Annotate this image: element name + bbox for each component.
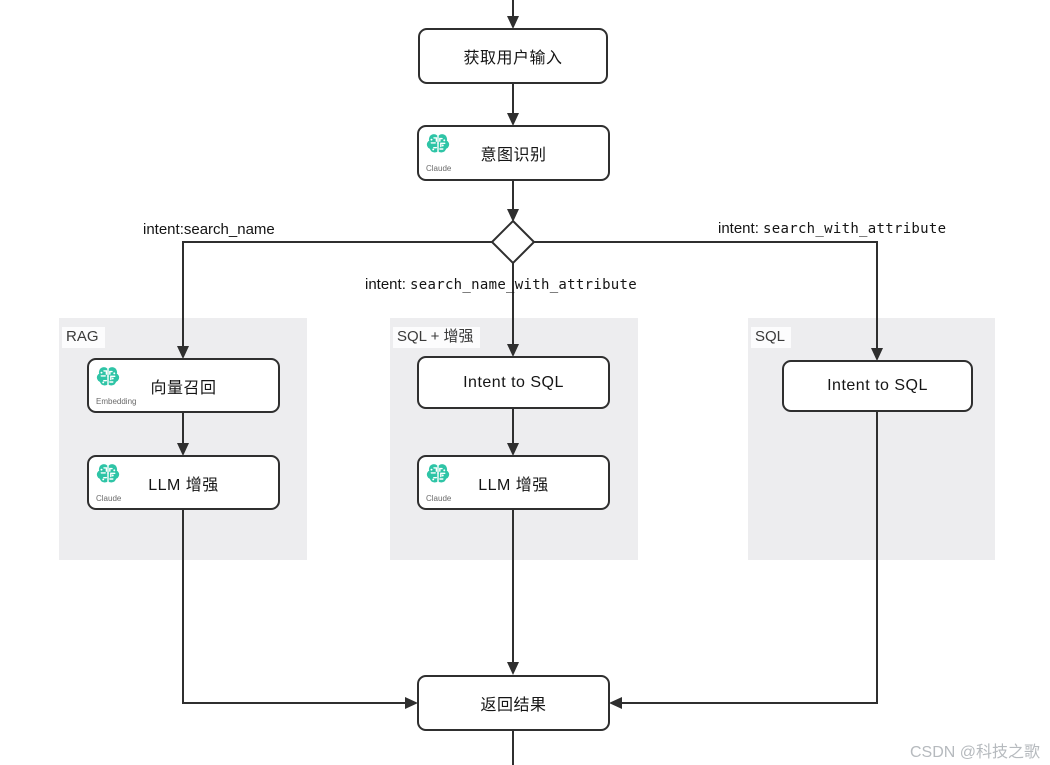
- csdn-watermark: CSDN @科技之歌: [909, 744, 1040, 761]
- edge-label-search-name-with-attribute: intent: search_name_with_attribute: [365, 276, 637, 294]
- node-llm-enhance-rag-label: LLM 增强: [148, 476, 219, 494]
- region-rag-label: RAG: [62, 327, 105, 348]
- region-sql-enhanced-label: SQL + 增强: [393, 327, 480, 348]
- node-llm-enhance-mid-label: LLM 增强: [478, 476, 549, 494]
- node-intent-to-sql-mid: Intent to SQL: [417, 356, 610, 409]
- embedding-icon-caption: Embedding: [96, 397, 137, 406]
- node-intent-recognition: Claude 意图识别: [417, 125, 610, 181]
- embedding-brain-icon: Embedding: [95, 364, 155, 410]
- node-llm-enhance-mid: Claude LLM 增强: [417, 455, 610, 510]
- claude-brain-icon: Claude: [95, 461, 155, 507]
- node-llm-enhance-rag: Claude LLM 增强: [87, 455, 280, 510]
- region-sql-label: SQL: [751, 327, 792, 348]
- node-intent-to-sql-mid-label: Intent to SQL: [463, 373, 564, 391]
- edge-label-search-with-attribute: intent: search_with_attribute: [718, 220, 946, 238]
- node-vector-recall: Embedding 向量召回: [87, 358, 280, 413]
- node-intent-to-sql-right-label: Intent to SQL: [827, 377, 928, 394]
- edge-label-prefix: intent:: [143, 221, 184, 238]
- arrowhead-into-result-top: [507, 662, 519, 675]
- edge-label-value: search_name: [183, 221, 275, 238]
- claude-icon-caption: Claude: [426, 164, 452, 173]
- claude-icon-caption: Claude: [96, 494, 122, 503]
- node-return-result-label: 返回结果: [480, 697, 547, 714]
- decision-diamond: [490, 219, 536, 265]
- edge-label-value: search_name_with_attribute: [410, 277, 637, 293]
- node-get-user-input: 获取用户输入: [418, 28, 608, 84]
- claude-brain-icon: Claude: [425, 131, 485, 177]
- arrowhead-into-result-right: [609, 697, 622, 709]
- region-sql-enhanced: SQL + 增强: [390, 318, 638, 560]
- arrowhead-into-decision: [507, 209, 519, 222]
- edge-label-search-name: intent:search_name: [143, 221, 275, 239]
- node-vector-recall-label: 向量召回: [150, 379, 217, 397]
- region-sql: SQL: [748, 318, 995, 560]
- region-rag: RAG: [59, 318, 307, 560]
- edge-label-prefix: intent:: [365, 276, 411, 293]
- node-get-user-input-label: 获取用户输入: [463, 50, 563, 67]
- node-intent-to-sql-right: Intent to SQL: [782, 360, 973, 412]
- edge-label-value: search_with_attribute: [763, 221, 947, 237]
- claude-brain-icon: Claude: [425, 461, 485, 507]
- edge-label-prefix: intent:: [718, 220, 764, 237]
- node-intent-recognition-label: 意图识别: [480, 147, 547, 164]
- node-return-result: 返回结果: [417, 675, 610, 731]
- claude-icon-caption: Claude: [426, 494, 452, 503]
